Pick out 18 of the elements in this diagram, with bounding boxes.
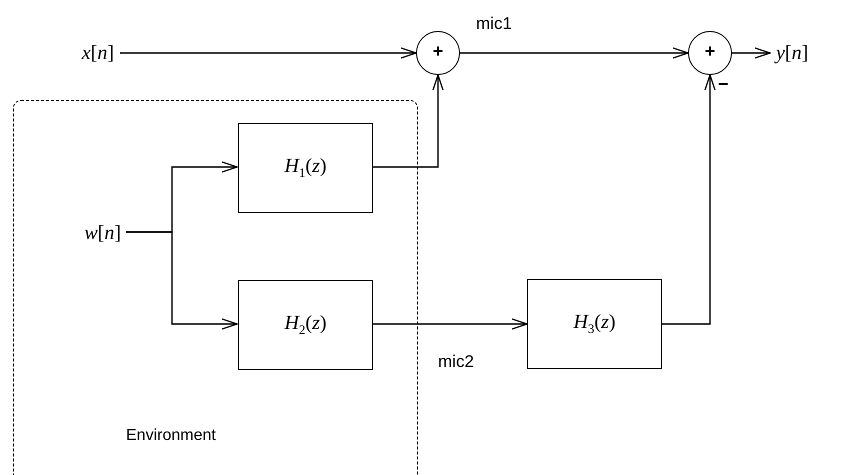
region-label: Environment [126,427,216,445]
signal-arrow [372,318,528,330]
signal-label: x[n] [40,38,120,68]
summing-junction: + [688,31,732,75]
region-boundary [13,100,418,475]
signal-arrow [460,47,689,59]
signal-arrow [120,47,417,59]
sign-label: − [718,74,729,95]
transfer-function-box: H$_{3}$(z) [527,279,662,369]
transfer-function-box: H$_{2}$(z) [238,280,373,370]
signal-label: y[n] [770,38,844,68]
transfer-function-box: H$_{1}$(z) [238,123,373,213]
summing-junction: + [416,31,460,75]
signal-arrow [732,47,771,59]
signal-arrow [126,231,238,330]
signal-arrow [662,74,716,325]
signal-arrow [372,74,444,168]
signal-label: w[n] [41,218,127,248]
